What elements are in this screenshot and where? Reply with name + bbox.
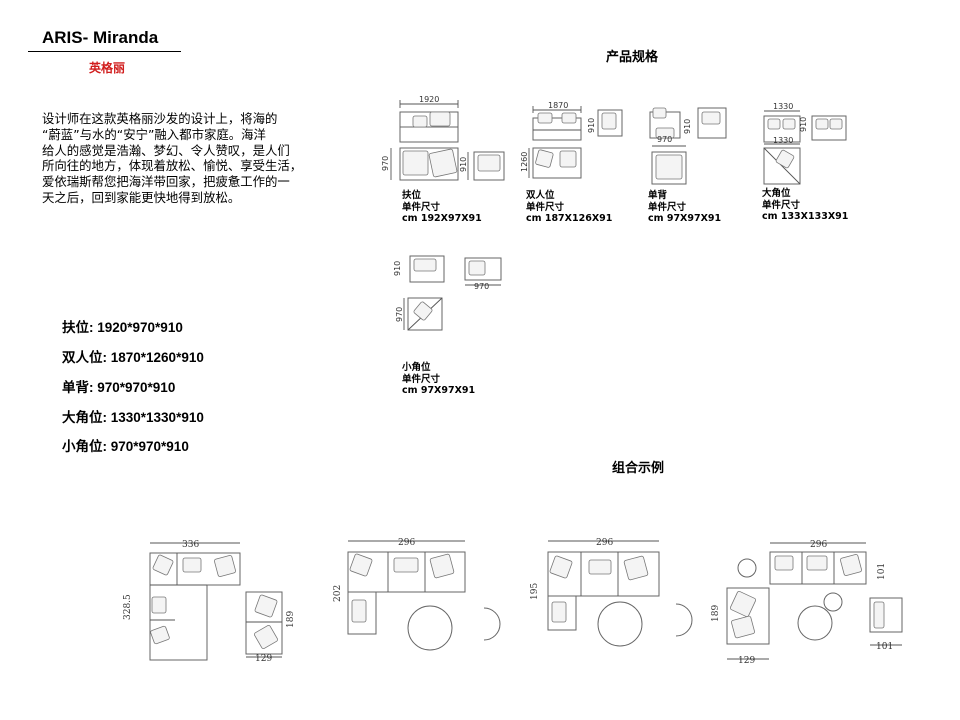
combo-layout-4: 296 101 189 129 101 [711,540,903,666]
dim-label: 910 [587,118,596,133]
dim-label: 195 [530,583,540,600]
item-caption-single-back: 单背 单件尺寸 cm 97X97X91 [648,190,721,225]
caption-name: 扶位 [402,190,422,201]
item-caption-armrest: 扶位 单件尺寸 cm 192X97X91 [402,190,482,225]
caption-size: cm 192X97X91 [402,213,482,224]
dim-label: 1330 [773,136,793,145]
dim-label: 296 [398,538,415,548]
item-caption-loveseat: 双人位 单件尺寸 cm 187X126X91 [526,190,612,225]
description-line: 爱依瑞斯帮您把海洋带回家，把疲惫工作的一 [42,174,290,190]
loveseat-drawing: 1870 910 1260 [520,101,623,179]
product-description: 设计师在这款英格丽沙发的设计上，将海的 “蔚蓝”与水的“安宁”融入都市家庭。海洋… [42,111,332,206]
caption-size-label: 单件尺寸 [648,201,687,213]
caption-size-label: 单件尺寸 [526,201,565,213]
item-caption-small-corner: 小角位 单件尺寸 cm 97X97X91 [402,362,475,397]
small-corner-drawing: 910 970 970 [393,255,502,331]
dim-label: 336 [182,540,199,550]
dim-label: 910 [683,119,692,134]
dim-label: 296 [596,538,613,548]
dim-label: 1920 [419,95,439,104]
caption-size-label: 单件尺寸 [402,373,441,385]
combo-layout-3: 296 195 [530,538,693,647]
dim-label: 1330 [773,102,793,111]
title-underline [28,51,181,52]
caption-name: 大角位 [762,188,791,199]
caption-name: 双人位 [526,190,555,201]
dim-label: 1870 [548,101,568,110]
dim-label: 910 [459,157,468,172]
dim-label: 328.5 [123,594,133,620]
dim-label: 189 [286,611,296,628]
combo-layout-2: 296 202 [333,538,501,651]
brand-subtitle: 英格丽 [89,61,126,75]
caption-size-label: 单件尺寸 [402,201,441,213]
description-line: 设计师在这款英格丽沙发的设计上，将海的 [42,111,278,126]
caption-size: cm 97X97X91 [402,385,476,396]
description-line: 给人的感觉是浩瀚、梦幻、令人赞叹，是人们 [42,142,290,158]
armrest-drawing: 1920 970 910 [381,95,505,181]
dim-label: 296 [810,540,827,550]
dim-label: 970 [381,156,390,171]
dim-label: 910 [799,117,808,132]
dim-label: 970 [395,307,404,322]
dim-label: 202 [333,585,343,602]
dim-label: 101 [876,642,893,652]
large-corner-drawing: 1330 910 1330 [763,102,847,185]
description-line: 天之后，回到家能更快地得到放松。 [42,189,241,205]
dim-label: 970 [657,135,672,144]
dim-label: 101 [877,563,887,580]
spec-armrest: 扶位: 1920*970*910 [62,320,183,335]
caption-size: cm 97X97X91 [648,213,722,224]
caption-name: 单背 [648,190,668,201]
dim-label: 189 [711,605,721,622]
caption-size-label: 单件尺寸 [762,199,801,211]
dim-label: 970 [474,282,489,291]
caption-size: cm 133X133X91 [762,211,849,222]
combo-layout-1: 336 328.5 189 129 [123,540,296,664]
dim-label: 129 [738,656,755,666]
page-title: ARIS- Miranda [42,28,159,47]
item-caption-large-corner: 大角位 单件尺寸 cm 133X133X91 [762,188,848,223]
product-spec-heading: 产品规格 [606,50,659,65]
spec-large-corner: 大角位: 1330*1330*910 [62,410,204,425]
combo-example-heading: 组合示例 [612,461,665,476]
dim-label: 910 [393,261,402,276]
spec-small-corner: 小角位: 970*970*910 [62,439,189,454]
single-back-drawing: 910 970 [649,107,727,185]
spec-single-back: 单背: 970*970*910 [62,380,176,395]
caption-size: cm 187X126X91 [526,213,613,224]
dim-label: 1260 [520,152,529,172]
caption-name: 小角位 [402,362,431,373]
dim-label: 129 [255,654,272,664]
spec-loveseat: 双人位: 1870*1260*910 [62,350,204,365]
description-line: “蔚蓝”与水的“安宁”融入都市家庭。海洋 [42,126,266,142]
description-line: 所向往的地方，体现着放松、愉悦、享受生活， [42,158,303,174]
